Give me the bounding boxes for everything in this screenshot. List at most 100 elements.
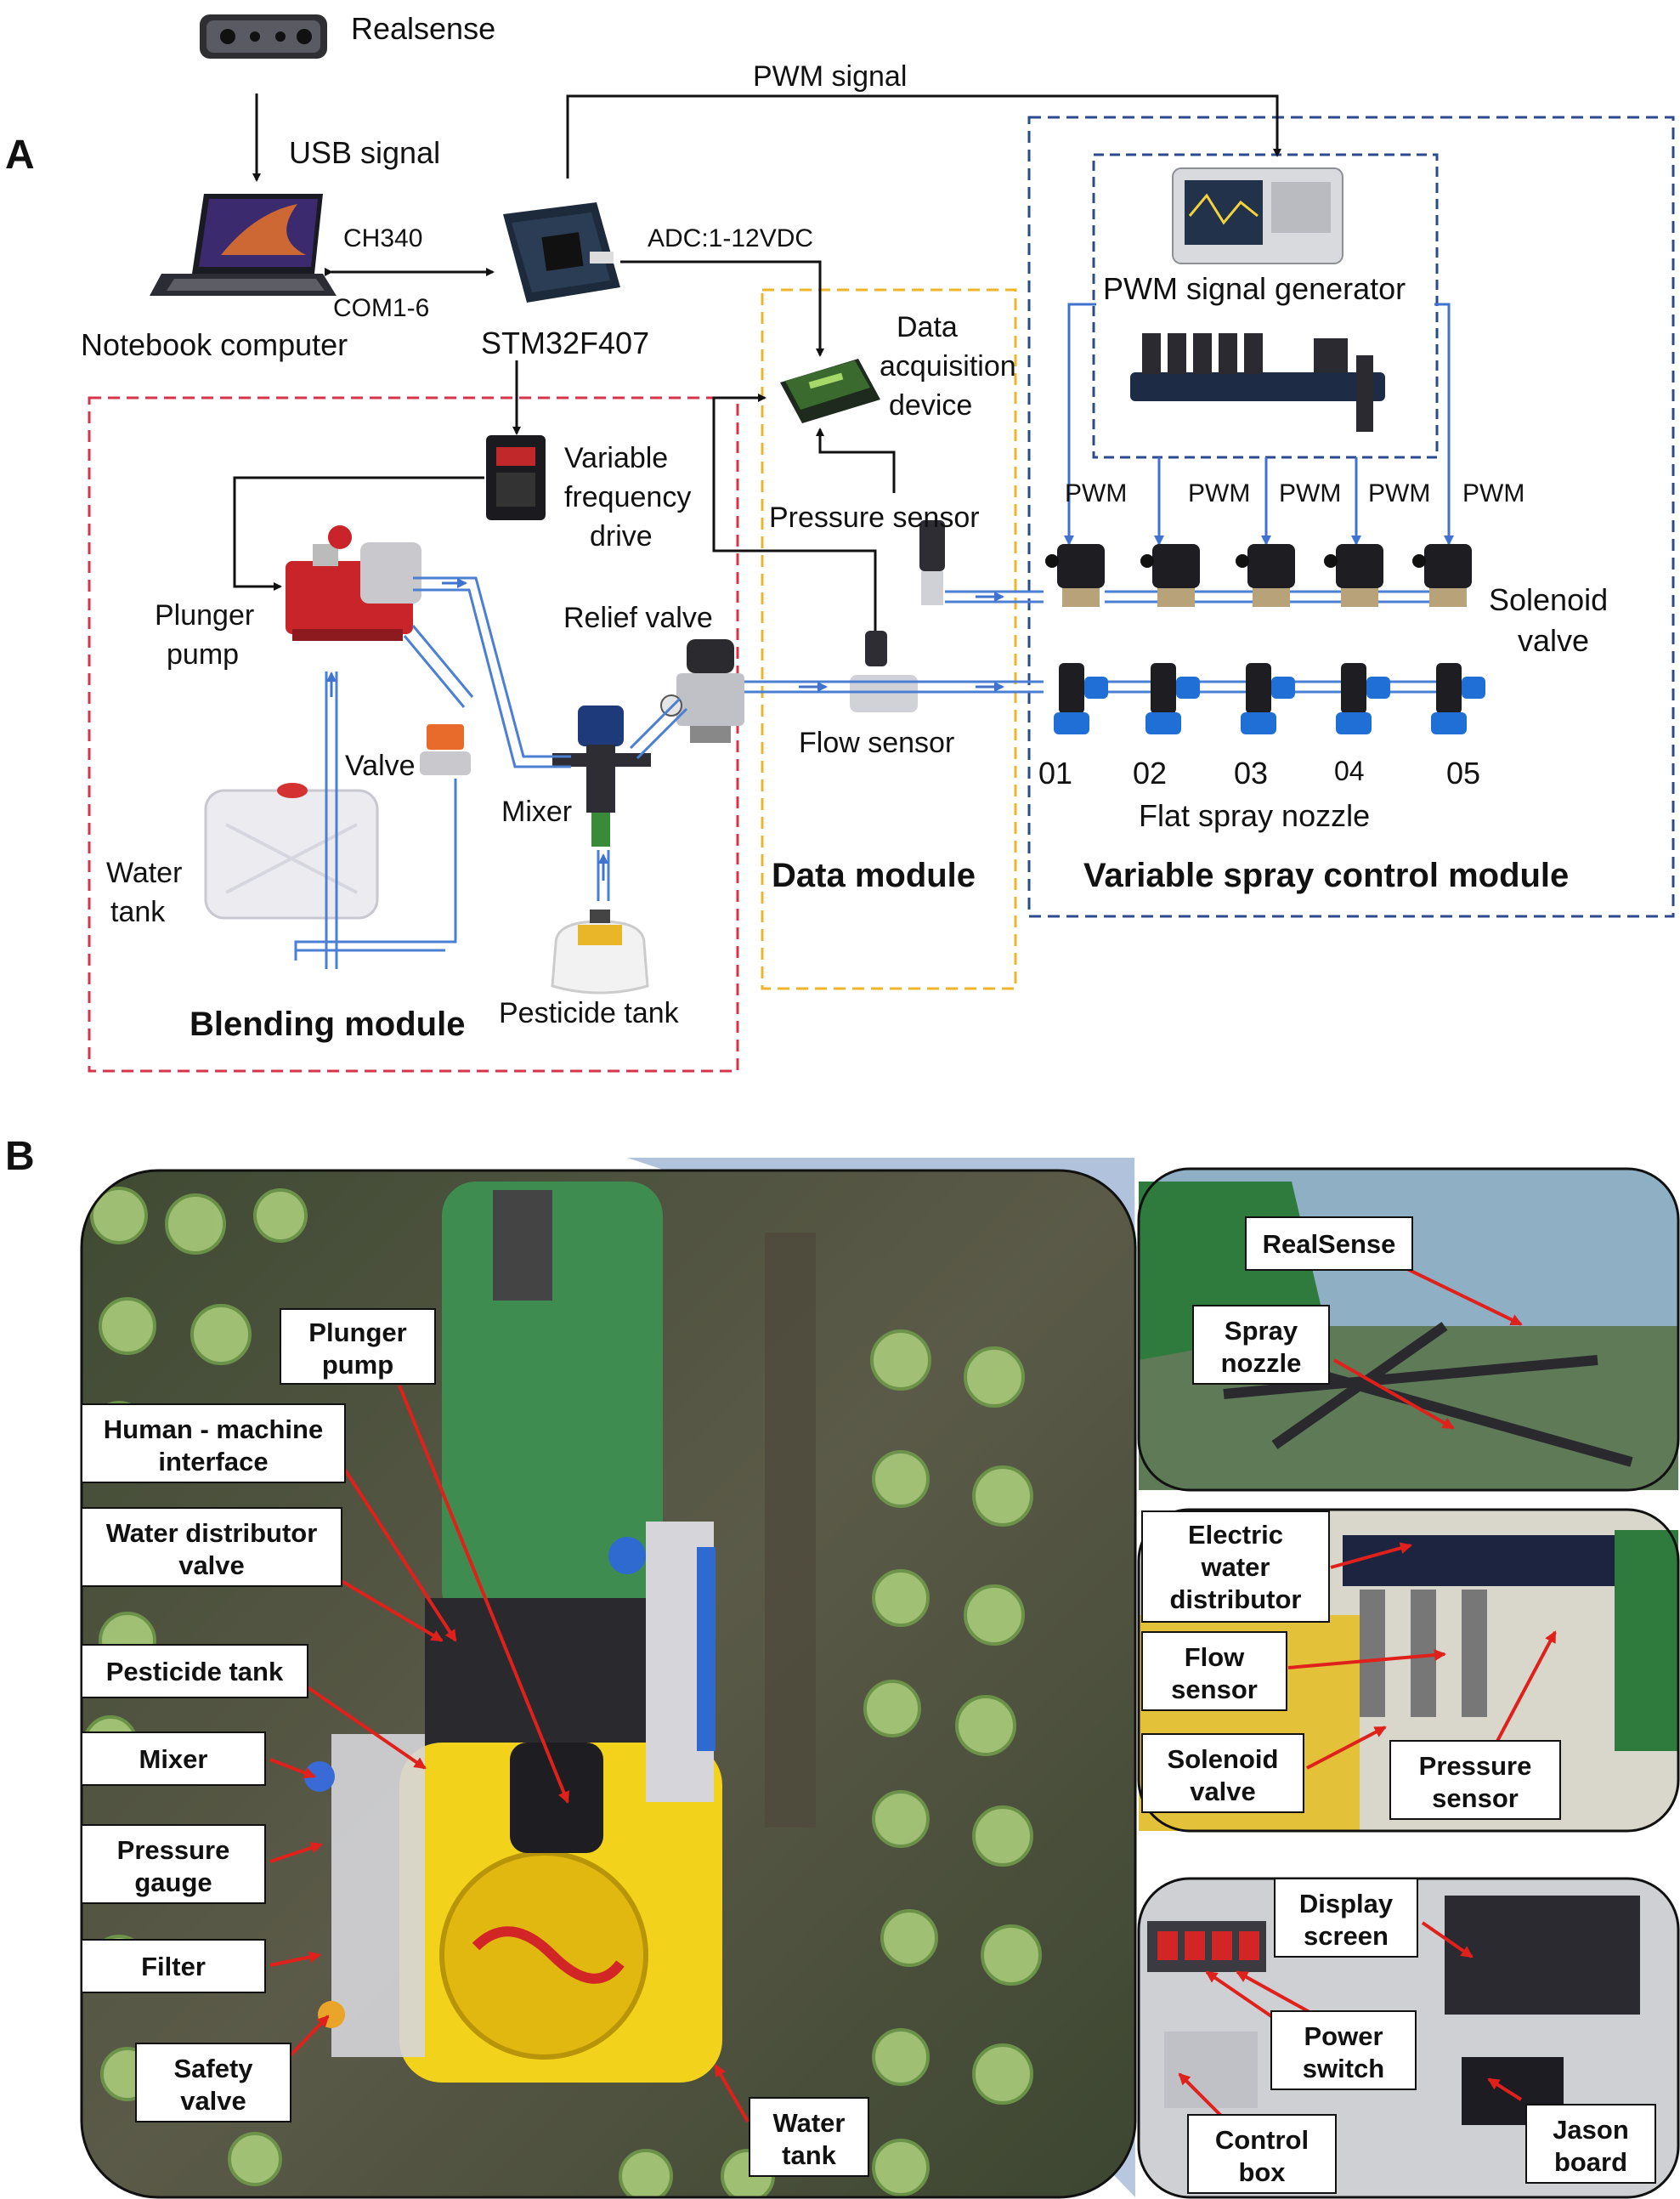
- pwm-signal-line: [566, 94, 1281, 179]
- svg-text:water: water: [1201, 1552, 1270, 1582]
- inset1-arrows: [1333, 1265, 1523, 1430]
- callout-electric-water-distributor: Electric water distributor: [1141, 1510, 1330, 1623]
- nozzle-number-04: 04: [1334, 756, 1365, 786]
- nozzle-number-01: 01: [1038, 756, 1072, 791]
- callout-water-distributor-valve: Water distributor valve: [81, 1507, 342, 1587]
- inset3-arrows: [1178, 1921, 1523, 2118]
- mixer-frame: [331, 1734, 425, 2057]
- realsense-label: Realsense: [351, 11, 495, 46]
- pressure-sensor-label: Pressure sensor: [769, 502, 980, 534]
- nozzle-number-02: 02: [1133, 756, 1167, 791]
- pwm-signal-label: PWM signal: [753, 60, 907, 93]
- callout-pressure-sensor: Pressure sensor: [1389, 1740, 1561, 1820]
- mixer-label: Mixer: [501, 796, 572, 828]
- blending-module-title: Blending module: [189, 1006, 465, 1043]
- ch340-label: CH340: [343, 224, 422, 252]
- svg-text:nozzle: nozzle: [1221, 1348, 1302, 1378]
- pressure-to-daq-line: [816, 428, 896, 493]
- svg-text:Pressure: Pressure: [1419, 1751, 1532, 1781]
- pressure-sensor-icon: [919, 520, 945, 605]
- driver-seat: [510, 1743, 603, 1853]
- notebook-label: Notebook computer: [81, 327, 348, 362]
- pwm-label-4: PWM: [1368, 479, 1430, 507]
- panel-b-letter: B: [5, 1134, 35, 1179]
- svg-text:Spray: Spray: [1225, 1316, 1298, 1346]
- callout-water-tank: Water tank: [749, 2097, 869, 2177]
- flow-arrows: [326, 578, 1004, 881]
- svg-text:Solenoid: Solenoid: [1168, 1744, 1279, 1774]
- callout-filter: Filter: [81, 1939, 266, 1993]
- callout-solenoid-valve: Solenoid valve: [1141, 1733, 1304, 1813]
- callout-safety-valve: Safety valve: [135, 2043, 291, 2122]
- daq-label-line2: acquisition: [880, 350, 1016, 383]
- svg-text:Pesticide tank: Pesticide tank: [106, 1657, 284, 1686]
- svg-text:Filter: Filter: [141, 1952, 206, 1981]
- nozzle-number-05: 05: [1446, 756, 1480, 791]
- water-tank-label-line1: Water: [106, 857, 182, 889]
- panel-a-letter: A: [5, 133, 35, 178]
- inset2-arrows: [1287, 1542, 1557, 1770]
- distributor-manifold-icon: [1130, 333, 1385, 432]
- plunger-pump-icon: [286, 525, 421, 641]
- flat-nozzles-icons: [1054, 663, 1485, 734]
- svg-text:RealSense: RealSense: [1263, 1229, 1396, 1259]
- vfd-label-line3: drive: [590, 520, 653, 553]
- pwm-label-5: PWM: [1462, 479, 1524, 507]
- svg-text:Electric: Electric: [1188, 1520, 1283, 1550]
- callout-plunger-pump: Plunger pump: [280, 1308, 436, 1385]
- realsense-mount: [493, 1190, 552, 1301]
- svg-text:valve: valve: [1190, 1777, 1256, 1806]
- svg-text:pump: pump: [322, 1350, 393, 1380]
- svg-text:board: board: [1554, 2147, 1627, 2177]
- data-module-border: [761, 288, 1017, 990]
- adc-label: ADC:1-12VDC: [648, 224, 813, 252]
- variable-module-title: Variable spray control module: [1083, 857, 1569, 894]
- plunger-pump-label-line2: pump: [167, 638, 239, 671]
- svg-text:valve: valve: [180, 2086, 246, 2116]
- pwm-generator-icon: [1172, 167, 1343, 264]
- vfd-label-line1: Variable: [564, 442, 668, 474]
- callout-power-switch: Power switch: [1270, 2010, 1417, 2090]
- svg-text:sensor: sensor: [1432, 1783, 1519, 1813]
- daq-device-icon: [780, 359, 880, 423]
- realsense-camera-icon: [200, 14, 327, 59]
- plunger-pump-label-line1: Plunger: [155, 599, 254, 632]
- valve-label: Valve: [345, 750, 416, 782]
- vfd-icon: [486, 435, 546, 520]
- pesticide-tank-label: Pesticide tank: [499, 997, 680, 1029]
- pwm-generator-label: PWM signal generator: [1103, 271, 1406, 306]
- pesticide-tank-icon: [551, 910, 649, 995]
- svg-text:Safety: Safety: [173, 2054, 253, 2083]
- pwm-control-lines: [1064, 303, 1454, 546]
- usb-signal-label: USB signal: [289, 135, 440, 170]
- callout-pressure-gauge: Pressure gauge: [81, 1824, 266, 1904]
- water-tank-icon: [204, 783, 379, 920]
- solenoid-label-line1: Solenoid: [1489, 582, 1608, 617]
- pwm-label-1: PWM: [1065, 479, 1127, 507]
- notebook-computer-icon: [150, 194, 337, 296]
- svg-text:sensor: sensor: [1171, 1675, 1258, 1704]
- flat-nozzle-label: Flat spray nozzle: [1139, 798, 1370, 833]
- callout-hmi: Human - machine interface: [81, 1403, 346, 1483]
- callout-control-box: Control box: [1187, 2114, 1337, 2194]
- svg-text:distributor: distributor: [1170, 1584, 1302, 1614]
- callout-pesticide-tank: Pesticide tank: [81, 1644, 308, 1698]
- mixer-icon: [552, 706, 651, 847]
- svg-text:gauge: gauge: [134, 1867, 212, 1897]
- water-tank-label-line2: tank: [110, 896, 166, 928]
- flow-sensor-icon: [850, 631, 918, 712]
- daq-label-line1: Data: [897, 311, 958, 343]
- callout-mixer: Mixer: [81, 1731, 266, 1786]
- svg-text:Display: Display: [1299, 1889, 1394, 1918]
- stm32-label: STM32F407: [481, 326, 649, 360]
- vfd-label-line2: frequency: [564, 481, 691, 513]
- svg-text:Mixer: Mixer: [139, 1744, 208, 1774]
- valve-icon: [420, 724, 471, 775]
- main-callout-arrows: [269, 1385, 749, 2122]
- blending-module-border: [88, 396, 739, 1073]
- svg-text:Power: Power: [1304, 2021, 1383, 2051]
- pwm-label-3: PWM: [1279, 479, 1341, 507]
- svg-text:box: box: [1238, 2157, 1286, 2187]
- svg-text:tank: tank: [782, 2140, 837, 2170]
